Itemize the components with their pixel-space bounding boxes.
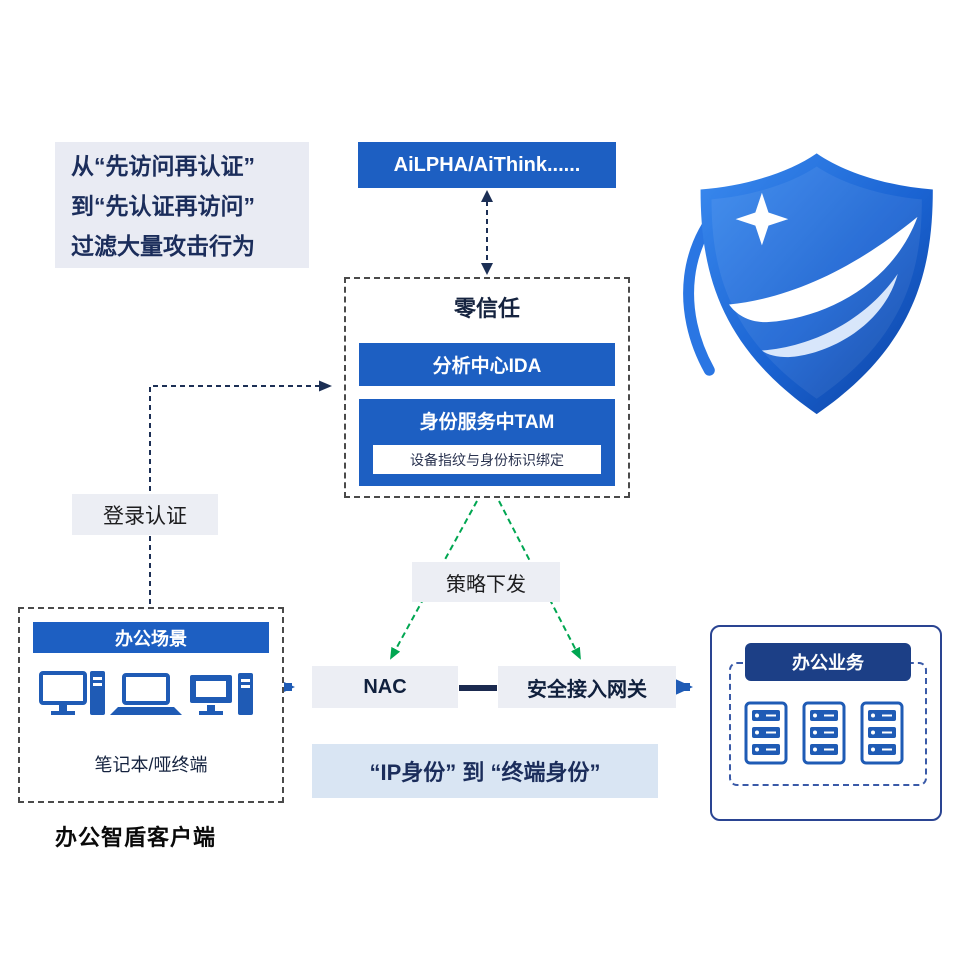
analysis-center-node: 分析中心IDA	[359, 343, 615, 386]
server-icon	[860, 701, 904, 765]
benefit-note-line: 到“先认证再访问”	[71, 193, 255, 219]
office-client-caption: 办公智盾客户端	[55, 825, 217, 850]
identity-service-node: 身份服务中TAM 设备指纹与身份标识绑定	[359, 399, 615, 486]
office-devices-icons	[38, 663, 266, 741]
login-auth-node: 登录认证	[72, 494, 218, 535]
desktop-icon	[39, 671, 105, 715]
logo-swoosh-lower	[761, 273, 898, 358]
devices-svg	[39, 671, 253, 715]
nac-node: NAC	[312, 666, 458, 708]
desktop-icon	[190, 673, 253, 715]
device-fingerprint-node: 设备指纹与身份标识绑定	[373, 445, 601, 474]
business-servers	[744, 701, 912, 765]
sparkle-star-icon	[735, 192, 789, 246]
zero-trust-title: 零信任	[453, 296, 520, 321]
ip-identity-note: “IP身份” 到 “终端身份”	[312, 744, 658, 798]
ailpha-zerotrust-link	[481, 190, 493, 275]
logo-swoosh-main	[729, 216, 918, 323]
office-scene-group: 办公场景	[18, 607, 284, 803]
zero-trust-group: 零信任 分析中心IDA 身份服务中TAM 设备指纹与身份标识绑定	[344, 277, 630, 498]
benefit-note: 从“先访问再认证” 到“先认证再访问” 过滤大量攻击行为	[55, 142, 309, 268]
ailpha-node: AiLPHA/AiThink......	[358, 142, 616, 188]
benefit-note-line: 从“先访问再认证”	[71, 153, 255, 179]
identity-service-label: 身份服务中TAM	[419, 412, 555, 433]
office-business-group: 办公业务	[710, 625, 942, 821]
shield-logo-svg	[683, 153, 933, 415]
office-scene-header: 办公场景	[33, 622, 269, 653]
office-business-header: 办公业务	[745, 643, 911, 681]
benefit-note-line: 过滤大量攻击行为	[71, 233, 255, 259]
office-devices-label: 笔记本/哑终端	[94, 755, 208, 775]
secure-gateway-node: 安全接入网关	[498, 666, 676, 708]
shield-logo-icon	[672, 138, 957, 436]
server-icon	[744, 701, 788, 765]
server-icon	[802, 701, 846, 765]
login-zerotrust-link	[149, 380, 332, 491]
laptop-icon	[110, 673, 182, 715]
policy-dispatch-node: 策略下发	[412, 562, 560, 602]
